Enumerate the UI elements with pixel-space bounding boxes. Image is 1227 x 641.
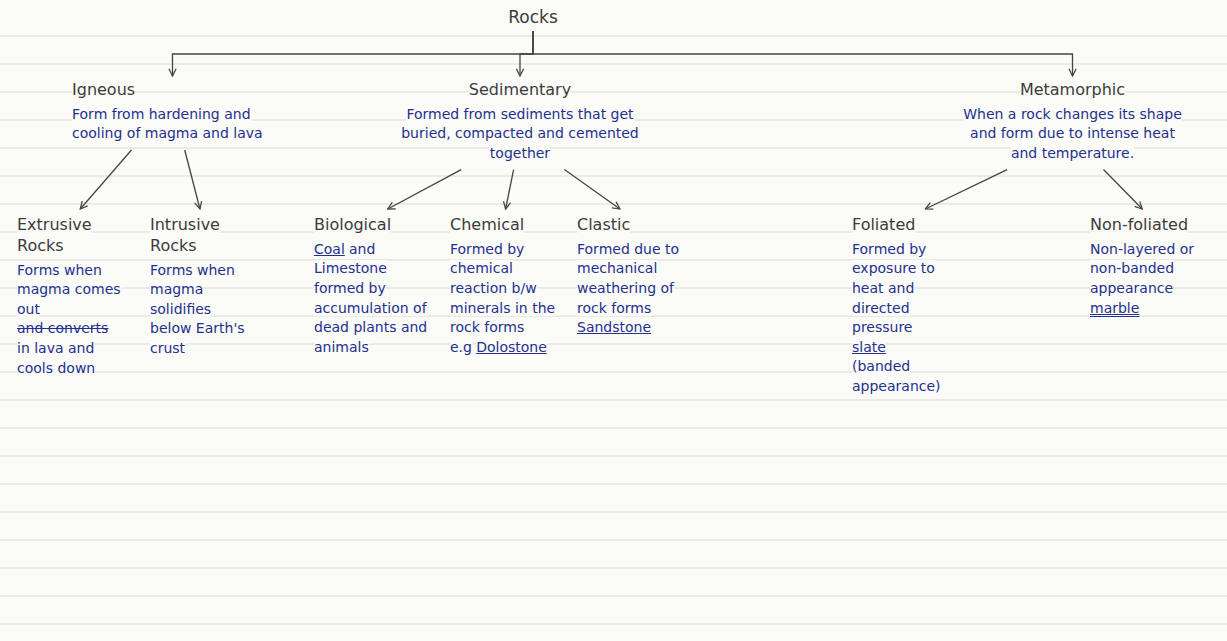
text-line: Biological	[314, 215, 432, 236]
text-line: Formed by exposure to heat and directed …	[852, 240, 966, 338]
node-text: (banded appearance)	[852, 358, 941, 394]
text-line: Formed from sediments that get buried, c…	[397, 105, 643, 164]
text-line: Forms when magma comes out	[17, 261, 123, 320]
text-line: and converts	[17, 319, 123, 339]
branch-arrow	[80, 150, 131, 209]
text-line: Form from hardening and cooling of magma…	[72, 105, 273, 144]
text-line: Intrusive Rocks	[150, 215, 256, 257]
branch-arrow	[533, 31, 1073, 76]
text-line: Rocks	[490, 6, 576, 28]
rock-subtype: ClasticFormed due to mechanical weatheri…	[575, 215, 687, 338]
rock-subtype: Non-foliatedNon-layered or non-banded ap…	[1088, 215, 1212, 318]
text-line: Igneous	[72, 80, 273, 101]
branch-arrow	[564, 170, 620, 209]
node-text: e.g	[450, 339, 472, 355]
node-text: When a rock changes its shape and form d…	[963, 106, 1182, 161]
text-line: Clastic	[577, 215, 685, 236]
node-text: Formed by exposure to heat and directed …	[852, 241, 935, 335]
node-text: and converts	[17, 320, 108, 336]
node-heading: Igneous	[72, 80, 135, 99]
rock-subtype: Extrusive RocksForms when magma comes ou…	[15, 215, 125, 378]
node-text: in lava and cools down	[17, 340, 95, 376]
branch-arrow	[520, 31, 533, 76]
rock-type: SedimentaryFormed from sediments that ge…	[395, 80, 645, 164]
text-line: Sedimentary	[397, 80, 643, 101]
node-heading: Intrusive Rocks	[150, 215, 220, 255]
text-line: Formed due to mechanical weathering of r…	[577, 240, 685, 318]
node-text: Non-layered or non-banded appearance	[1090, 241, 1194, 296]
text-line: in lava and cools down	[17, 339, 123, 378]
text-line: Extrusive Rocks	[17, 215, 123, 257]
node-text: Formed from sediments that get buried, c…	[401, 106, 639, 161]
branch-arrow	[185, 150, 200, 209]
node-heading: Sedimentary	[469, 80, 571, 99]
rock-subtype: FoliatedFormed by exposure to heat and d…	[850, 215, 968, 397]
node-text: Forms when magma comes out	[17, 262, 121, 317]
text-line: slate	[852, 338, 966, 358]
text-line: Non-foliated	[1090, 215, 1210, 236]
rock-type: MetamorphicWhen a rock changes its shape…	[955, 80, 1190, 164]
text-line: marble	[1090, 299, 1210, 319]
rock-subtype: Intrusive RocksForms when magma solidifi…	[148, 215, 258, 359]
node-text: Dolostone	[476, 339, 547, 355]
text-line: Chemical	[450, 215, 558, 236]
rock-subtype: ChemicalFormed by chemical reaction b/w …	[448, 215, 560, 357]
node-heading: Rocks	[508, 7, 558, 27]
text-line: (banded appearance)	[852, 357, 966, 396]
node-heading: Chemical	[450, 215, 524, 234]
node-text: Sandstone	[577, 319, 651, 335]
node-heading: Biological	[314, 215, 391, 234]
node-heading: Metamorphic	[1020, 80, 1125, 99]
branch-arrow	[925, 170, 1007, 209]
node-text: slate	[852, 339, 886, 355]
branch-arrow	[506, 170, 514, 209]
branch-arrow	[173, 31, 534, 76]
text-line: Metamorphic	[957, 80, 1188, 101]
text-line: When a rock changes its shape and form d…	[957, 105, 1188, 164]
node-heading: Non-foliated	[1090, 215, 1188, 234]
root-topic: Rocks	[488, 6, 578, 28]
text-line: Coaland Limestone formed by accumulation…	[314, 240, 432, 358]
text-line: Foliated	[852, 215, 966, 236]
node-text: Form from hardening and cooling of magma…	[72, 106, 263, 142]
branch-arrow	[388, 170, 462, 209]
branch-arrow	[1104, 170, 1143, 209]
node-text: Coal	[314, 241, 345, 257]
node-text: and Limestone formed by accumulation of …	[314, 241, 427, 355]
node-text: Formed due to mechanical weathering of r…	[577, 241, 679, 316]
node-text: marble	[1090, 300, 1139, 316]
node-heading: Clastic	[577, 215, 630, 234]
text-line: Formed by chemical reaction b/w minerals…	[450, 240, 558, 338]
text-line: Forms when magma solidifies below Earth'…	[150, 261, 256, 359]
text-line: Sandstone	[577, 318, 685, 338]
node-heading: Extrusive Rocks	[17, 215, 92, 255]
node-heading: Foliated	[852, 215, 915, 234]
text-line: e.gDolostone	[450, 338, 558, 358]
rock-type: IgneousForm from hardening and cooling o…	[70, 80, 275, 144]
node-text: Formed by chemical reaction b/w minerals…	[450, 241, 555, 335]
text-line: Non-layered or non-banded appearance	[1090, 240, 1210, 299]
rock-subtype: BiologicalCoaland Limestone formed by ac…	[312, 215, 434, 357]
node-text: Forms when magma solidifies below Earth'…	[150, 262, 245, 356]
